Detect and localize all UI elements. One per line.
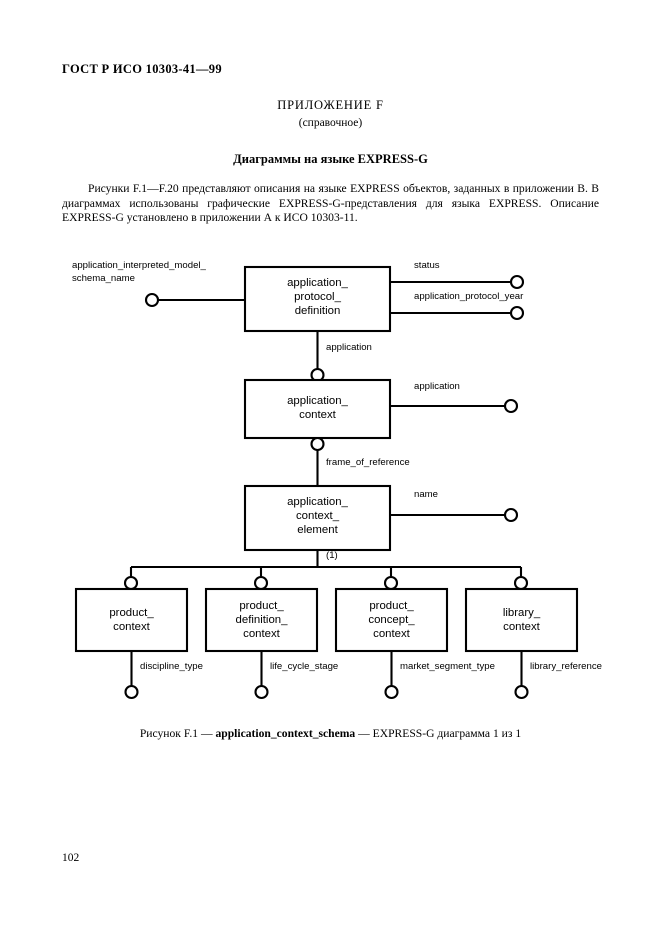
entity-box-product-concept-context [334, 587, 449, 653]
intro-paragraph: Рисунки F.1—F.20 представляют описания н… [62, 182, 599, 225]
annex-subtitle: (справочное) [298, 117, 363, 129]
entity-box-product-definition-context [204, 587, 319, 653]
figure-caption-prefix: Рисунок F.1 — [139, 727, 216, 740]
section-title: Диаграммы на языке EXPRESS-G [233, 152, 428, 166]
entity-label-line: product_ [109, 607, 154, 619]
entity-label-line: context [503, 621, 541, 633]
attribute-node-discipline-type [124, 684, 139, 700]
entity-box-product-context [74, 587, 189, 653]
attribute-node-aim-schema-name [144, 292, 160, 308]
entity-label-line: context [373, 628, 411, 640]
entity-label-line: concept_ [368, 614, 415, 626]
figure-caption-schema: application_context_schema [215, 727, 356, 740]
subtype-node-product-context [123, 575, 139, 591]
entity-label-line: context [113, 621, 151, 633]
entity-label-line: product_ [239, 600, 284, 612]
subtype-node-library-context [513, 575, 529, 591]
relation-node-frame-of-reference [310, 436, 325, 452]
attribute-label-life-cycle-stage: life_cycle_stage [270, 661, 338, 672]
express-g-diagram: application_ protocol_ definition applic… [0, 243, 661, 703]
cardinality-label: (1) [326, 550, 338, 561]
annex-title: ПРИЛОЖЕНИЕ F [277, 98, 384, 112]
attribute-label-line: schema_name [72, 273, 135, 284]
entity-label-line: product_ [369, 600, 414, 612]
attribute-node-library-reference [514, 684, 529, 700]
relation-label-frame-of-reference: frame_of_reference [326, 457, 410, 468]
entity-label-line: application_ [287, 277, 348, 289]
attribute-label-name: name [414, 489, 438, 500]
standard-header: ГОСТ Р ИСО 10303-41—99 [62, 62, 222, 76]
entity-label-line: definition_ [236, 614, 289, 626]
entity-label-line: application_ [287, 496, 348, 508]
entity-label-line: context [243, 628, 281, 640]
entity-label-line: application_ [287, 395, 348, 407]
attribute-node-application-protocol-year [509, 305, 525, 321]
entity-label-line: context_ [296, 510, 340, 522]
figure-caption: Рисунок F.1 — application_context_schema… [0, 727, 661, 740]
figure-caption-suffix: — EXPRESS-G диаграмма 1 из 1 [355, 727, 522, 740]
page-number: 102 [62, 852, 80, 864]
subtype-node-product-concept-context [383, 575, 399, 591]
entity-label-line: context [299, 409, 337, 421]
attribute-label-library-reference: library_reference [530, 661, 602, 672]
attribute-label-discipline-type: discipline_type [140, 661, 203, 672]
attribute-label-application: application [414, 381, 460, 392]
attribute-node-market-segment-type [384, 684, 399, 700]
entity-label-line: element [297, 524, 338, 536]
attribute-label-line: application_interpreted_model_ [72, 260, 207, 271]
attribute-node-status [509, 274, 525, 290]
entity-box-application-context [243, 378, 392, 440]
entity-label-line: protocol_ [294, 291, 342, 303]
entity-label-line: definition [295, 305, 341, 317]
subtype-node-product-definition-context [253, 575, 269, 591]
attribute-label-application-protocol-year: application_protocol_year [414, 291, 524, 302]
attribute-node-application [503, 398, 519, 414]
attribute-label-status: status [414, 260, 440, 271]
relation-label-application: application [326, 342, 372, 353]
attribute-label-market-segment-type: market_segment_type [400, 661, 495, 672]
entity-label-line: library_ [503, 607, 541, 619]
attribute-node-life-cycle-stage [254, 684, 269, 700]
entity-box-library-context [464, 587, 579, 653]
entity-box-application-protocol-definition [243, 265, 392, 333]
attribute-node-name [503, 507, 519, 523]
